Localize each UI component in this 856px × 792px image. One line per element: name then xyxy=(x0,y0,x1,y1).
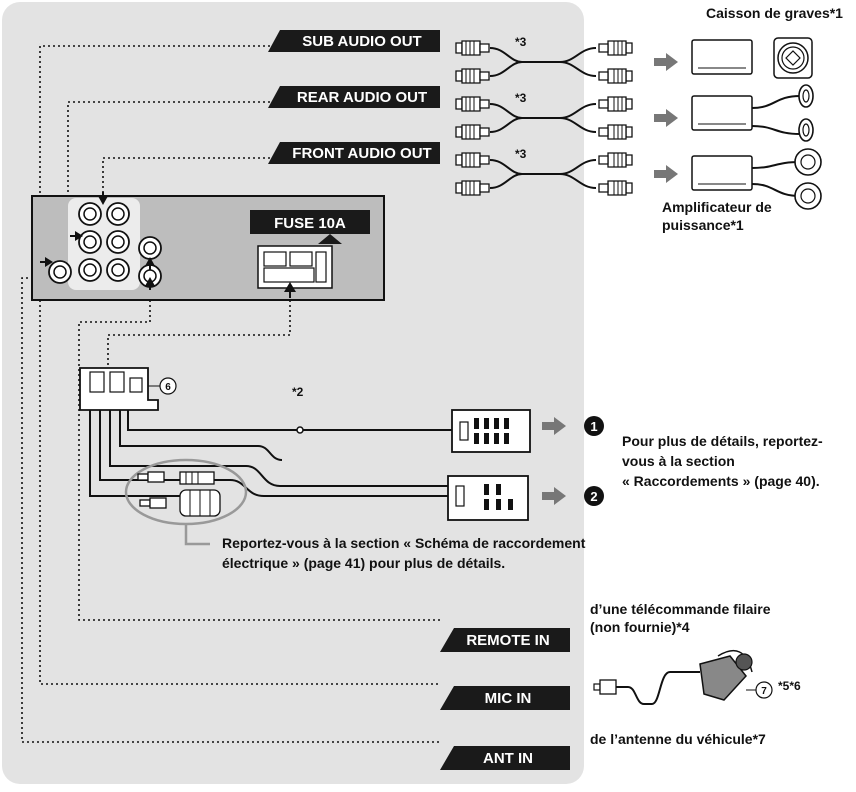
remote-in-tag: REMOTE IN xyxy=(440,628,570,652)
wiring-harness: 6 xyxy=(79,367,452,497)
marker-seven: 7 xyxy=(761,686,767,697)
remote-note-line2: (non fournie)*4 xyxy=(590,619,690,635)
antenna-note: de l’antenne du véhicule*7 xyxy=(590,731,766,747)
marker-two: 2 xyxy=(584,486,604,506)
note-star3: *3 xyxy=(515,147,527,161)
svg-text:1: 1 xyxy=(590,419,597,434)
details-note-line3: « Raccordements » (page 40). xyxy=(622,473,820,489)
marker-six: 6 xyxy=(165,382,171,393)
mic-in-tag: MIC IN xyxy=(440,686,570,710)
note-star3: *3 xyxy=(515,35,527,49)
microphone-icon xyxy=(593,650,753,705)
svg-text:MIC IN: MIC IN xyxy=(485,690,532,707)
details-note-line1: Pour plus de détails, reportez- xyxy=(622,433,823,449)
svg-text:REMOTE IN: REMOTE IN xyxy=(466,632,549,649)
mic-note: *5*6 xyxy=(778,679,801,693)
connector-one xyxy=(451,409,531,453)
svg-text:FRONT AUDIO OUT: FRONT AUDIO OUT xyxy=(292,145,431,162)
details-note-line2: vous à la section xyxy=(622,453,735,469)
svg-text:REAR AUDIO OUT: REAR AUDIO OUT xyxy=(297,89,427,106)
sub-audio-out-tag: SUB AUDIO OUT xyxy=(268,30,440,52)
subwoofer-label: Caisson de graves*1 xyxy=(706,5,843,21)
connector-two xyxy=(447,475,529,521)
power-amplifier-icon xyxy=(691,148,822,210)
fuse-tag: FUSE 10A xyxy=(250,210,370,244)
arrow-right-icon xyxy=(654,53,678,183)
note-star2: *2 xyxy=(292,385,304,399)
power-connector-socket xyxy=(257,245,333,289)
subwoofer-amplifier-icon xyxy=(691,37,813,79)
amplifier-label-line2: puissance*1 xyxy=(662,217,744,233)
front-audio-out-tag: FRONT AUDIO OUT xyxy=(268,142,440,164)
amplifier-label-line1: Amplificateur de xyxy=(662,199,772,215)
marker-one: 1 xyxy=(584,416,604,436)
rca-cables xyxy=(489,47,597,189)
remote-note-line1: d’une télécommande filaire xyxy=(590,601,771,617)
svg-text:SUB AUDIO OUT: SUB AUDIO OUT xyxy=(302,33,421,50)
svg-text:ANT IN: ANT IN xyxy=(483,750,533,767)
note-star3: *3 xyxy=(515,91,527,105)
wiring-note-line1: Reportez-vous à la section « Schéma de r… xyxy=(222,535,586,551)
rear-amplifier-icon xyxy=(691,84,814,142)
rear-audio-out-tag: REAR AUDIO OUT xyxy=(268,86,440,108)
svg-text:2: 2 xyxy=(590,489,597,504)
head-unit: FUSE 10A xyxy=(31,192,385,301)
dotted-leads xyxy=(21,45,440,743)
jack-plug-icon xyxy=(124,458,248,546)
wiring-note-line2: électrique » (page 41) pour plus de déta… xyxy=(222,555,505,571)
svg-text:FUSE 10A: FUSE 10A xyxy=(274,215,346,232)
ant-in-tag: ANT IN xyxy=(440,746,570,770)
